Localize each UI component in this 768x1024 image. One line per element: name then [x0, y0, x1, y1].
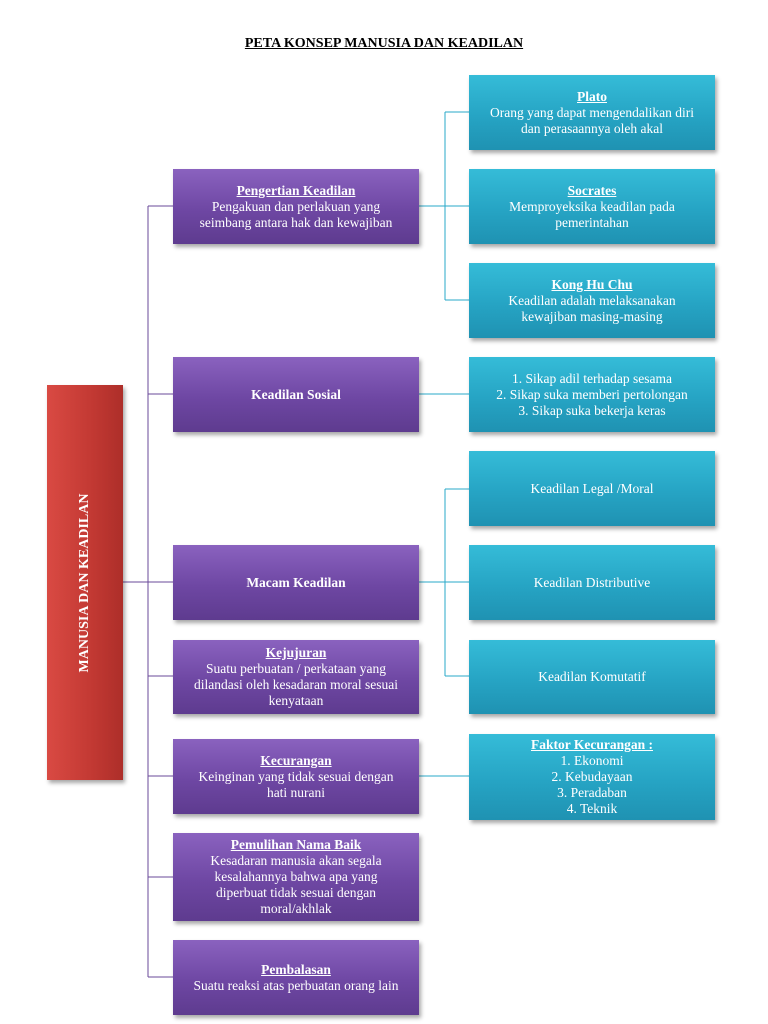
node-text: Pengakuan dan perlakuan yang	[211, 198, 381, 214]
node-text: 3. Peradaban	[557, 785, 627, 800]
node-pembalasan: Pembalasan Suatu reaksi atas perbuatan o…	[173, 940, 419, 1015]
node-kong-hu-chu: Kong Hu Chu Keadilan adalah melaksanakan…	[469, 263, 715, 338]
node-text: Memproyeksika keadilan pada	[509, 198, 675, 214]
node-plato: Plato Orang yang dapat mengendalikan dir…	[469, 75, 715, 150]
node-label: Macam Keadilan	[246, 574, 346, 590]
node-text: 1. Ekonomi	[560, 753, 624, 768]
node-label: Keadilan Distributive	[533, 574, 651, 590]
node-text: kewajiban masing-masing	[521, 308, 663, 324]
node-keadilan-sosial: Keadilan Sosial	[173, 357, 419, 432]
node-keadilan-sosial-sikap: 1. Sikap adil terhadap sesama 2. Sikap s…	[469, 357, 715, 432]
page-title: PETA KONSEP MANUSIA DAN KEADILAN	[244, 36, 524, 51]
node-heading: Pengertian Keadilan	[236, 182, 356, 198]
node-text: Suatu reaksi atas perbuatan orang lain	[193, 977, 399, 993]
node-keadilan-distributive: Keadilan Distributive	[469, 545, 715, 620]
node-text: moral/akhlak	[260, 901, 332, 916]
node-heading: Plato	[577, 88, 607, 104]
node-text: Keadilan adalah melaksanakan	[508, 292, 676, 308]
node-kecurangan: Kecurangan Keinginan yang tidak sesuai d…	[173, 739, 419, 814]
node-macam-keadilan: Macam Keadilan	[173, 545, 419, 620]
node-text: hati nurani	[266, 784, 326, 800]
node-text: Suatu perbuatan / perkataan yang	[206, 661, 386, 676]
node-heading: Socrates	[567, 182, 617, 198]
node-faktor-kecurangan: Faktor Kecurangan : 1. Ekonomi 2. Kebuda…	[469, 734, 715, 820]
node-text: 2. Kebudayaan	[551, 769, 633, 784]
root-node: MANUSIA DAN KEADILAN	[47, 385, 123, 780]
node-keadilan-komutatif: Keadilan Komutatif	[469, 640, 715, 714]
node-label: Keadilan Legal /Moral	[530, 480, 654, 496]
node-text: Kesadaran manusia akan segala	[210, 853, 382, 868]
node-heading: Kong Hu Chu	[551, 276, 633, 292]
node-label: Keadilan Sosial	[251, 386, 341, 402]
node-text: Keinginan yang tidak sesuai dengan	[198, 768, 394, 784]
node-text: pemerintahan	[555, 214, 629, 230]
node-text: dan perasaannya oleh akal	[520, 120, 664, 136]
node-pemulihan-nama-baik: Pemulihan Nama Baik Kesadaran manusia ak…	[173, 833, 419, 921]
node-text: diperbuat tidak sesuai dengan	[215, 885, 377, 900]
node-heading: Pembalasan	[261, 961, 331, 977]
root-label: MANUSIA DAN KEADILAN	[77, 493, 92, 672]
node-heading: Pemulihan Nama Baik	[230, 837, 362, 852]
node-text: dilandasi oleh kesadaran moral sesuai	[194, 677, 398, 692]
node-heading: Kejujuran	[265, 645, 327, 660]
node-pengertian-keadilan: Pengertian Keadilan Pengakuan dan perlak…	[173, 169, 419, 244]
node-label: Keadilan Komutatif	[538, 669, 646, 684]
node-kejujuran: Kejujuran Suatu perbuatan / perkataan ya…	[173, 640, 419, 714]
node-socrates: Socrates Memproyeksika keadilan pada pem…	[469, 169, 715, 244]
node-keadilan-legal-moral: Keadilan Legal /Moral	[469, 451, 715, 526]
node-text: 1. Sikap adil terhadap sesama	[511, 370, 673, 386]
node-text: seimbang antara hak dan kewajiban	[199, 214, 393, 230]
node-heading: Faktor Kecurangan :	[531, 737, 653, 752]
node-heading: Kecurangan	[260, 752, 332, 768]
node-text: kenyataan	[268, 693, 324, 708]
node-text: kesalahannya bahwa apa yang	[214, 869, 378, 884]
node-text: 4. Teknik	[566, 801, 618, 816]
node-text: Orang yang dapat mengendalikan diri	[490, 104, 694, 120]
node-text: 2. Sikap suka memberi pertolongan	[496, 386, 688, 402]
node-text: 3. Sikap suka bekerja keras	[518, 402, 666, 418]
